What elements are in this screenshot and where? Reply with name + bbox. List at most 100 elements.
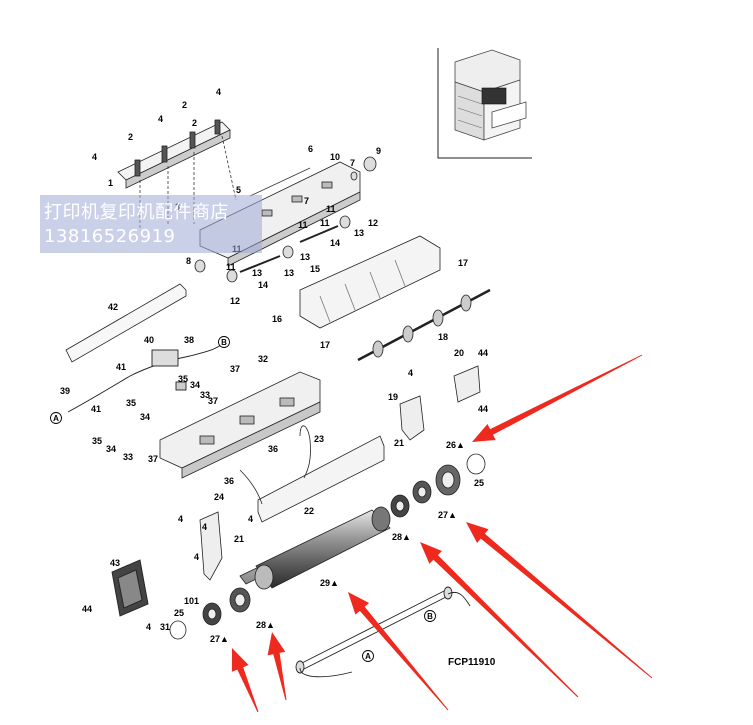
connector-cb1: B [218, 336, 230, 348]
callout-c44c: 44 [82, 604, 92, 614]
callout-c27a: 27▲ [438, 510, 457, 520]
callout-c17b: 17 [320, 340, 330, 350]
top-bracket-assembly [117, 119, 237, 228]
callout-c9: 9 [376, 146, 381, 156]
callout-c4e: 4 [178, 514, 183, 524]
callout-c4b: 4 [158, 114, 163, 124]
callout-c29: 29▲ [320, 578, 339, 588]
callout-c4i: 4 [248, 514, 253, 524]
callout-c22: 22 [304, 506, 314, 516]
callout-c25b: 25 [174, 608, 184, 618]
callout-c13a: 13 [354, 228, 364, 238]
callout-c40: 40 [144, 335, 154, 345]
callout-c4d: 4 [408, 368, 413, 378]
callout-labels: 1222344444444456778910111111111112121313… [50, 87, 488, 662]
callout-c4g: 4 [194, 552, 199, 562]
callout-c14a: 14 [330, 238, 340, 248]
watermark-shop-name: 打印机复印机配件商店 [44, 202, 229, 223]
callout-c18: 18 [438, 332, 448, 342]
callout-c26: 26▲ [446, 440, 465, 450]
callout-c44a: 44 [478, 348, 488, 358]
lower-frame [159, 371, 321, 479]
red-arrow-4 [348, 592, 449, 711]
callout-c36b: 36 [224, 476, 234, 486]
callout-c13d: 13 [252, 268, 262, 278]
connector-ca2: A [362, 650, 374, 662]
callout-c12a: 12 [368, 218, 378, 228]
svg-text:B: B [221, 338, 227, 347]
heater-lamp [295, 586, 471, 678]
callout-c35a: 35 [92, 436, 102, 446]
callout-c23: 23 [314, 434, 324, 444]
callout-c41b: 41 [91, 404, 101, 414]
svg-text:A: A [53, 414, 59, 423]
svg-text:A: A [365, 652, 371, 661]
callout-c7b: 7 [304, 196, 309, 206]
callout-c21b: 21 [234, 534, 244, 544]
callout-c28a: 28▲ [392, 532, 411, 542]
callout-c27b: 27▲ [210, 634, 229, 644]
callout-c11a: 11 [326, 204, 336, 214]
callout-c12b: 12 [230, 296, 240, 306]
callout-c35c: 35 [178, 374, 188, 384]
connector-cb2: B [424, 610, 436, 622]
gears-and-bearings [169, 453, 486, 640]
callout-c11b: 11 [320, 218, 330, 228]
callout-c34c: 34 [190, 380, 200, 390]
callout-c41a: 41 [116, 362, 126, 372]
wiring-harness-upper [67, 343, 223, 413]
callout-c38: 38 [184, 335, 194, 345]
callout-c2a: 2 [128, 132, 133, 142]
paper-guide [299, 235, 441, 329]
callout-c39: 39 [60, 386, 70, 396]
callout-c4c: 4 [216, 87, 221, 97]
callout-c16: 16 [272, 314, 282, 324]
callout-c33b: 33 [200, 390, 210, 400]
callout-c4a: 4 [92, 152, 97, 162]
callout-c4f: 4 [202, 522, 207, 532]
callout-c17a: 17 [458, 258, 468, 268]
callout-c25a: 25 [474, 478, 484, 488]
callout-c43: 43 [110, 558, 120, 568]
callout-c37a: 37 [148, 454, 158, 464]
callout-c4h: 4 [146, 622, 151, 632]
red-arrow-5 [267, 632, 287, 701]
shafts-and-rollers-small [194, 156, 377, 283]
callout-c44b: 44 [478, 404, 488, 414]
callout-c11d: 11 [226, 262, 236, 272]
callout-c35b: 35 [126, 398, 136, 408]
callout-c6: 6 [308, 144, 313, 154]
callout-c33a: 33 [123, 452, 133, 462]
watermark-phone: 13816526919 [44, 226, 176, 247]
red-arrow-3 [420, 542, 579, 698]
callout-c34b: 34 [140, 412, 150, 422]
callout-c28b: 28▲ [256, 620, 275, 630]
red-arrow-2 [466, 522, 653, 679]
callout-c7a: 7 [350, 158, 355, 168]
callout-c13b: 13 [300, 252, 310, 262]
gear-cover [111, 559, 149, 617]
connector-ca1: A [50, 412, 62, 424]
callout-c8: 8 [186, 256, 191, 266]
callout-c13c: 13 [284, 268, 294, 278]
diagram-code: FCP11910 [448, 657, 496, 668]
callout-c37b: 37 [230, 364, 240, 374]
callout-c31: 31 [160, 622, 170, 632]
callout-c32: 32 [258, 354, 268, 364]
callout-c15: 15 [310, 264, 320, 274]
machine-location-thumbnail [437, 48, 532, 159]
right-bracket [399, 365, 481, 441]
callout-c42: 42 [108, 302, 118, 312]
callout-c10: 10 [330, 152, 340, 162]
highlight-arrows [231, 354, 653, 713]
callout-c36a: 36 [268, 444, 278, 454]
callout-c5: 5 [236, 185, 241, 195]
callout-c1: 1 [108, 178, 113, 188]
callout-c11c: 11 [298, 220, 308, 230]
callout-c19: 19 [388, 392, 398, 402]
fuser-roller [239, 506, 391, 590]
heater-frame [239, 425, 385, 523]
callout-c20: 20 [454, 348, 464, 358]
callout-c2c: 2 [192, 118, 197, 128]
